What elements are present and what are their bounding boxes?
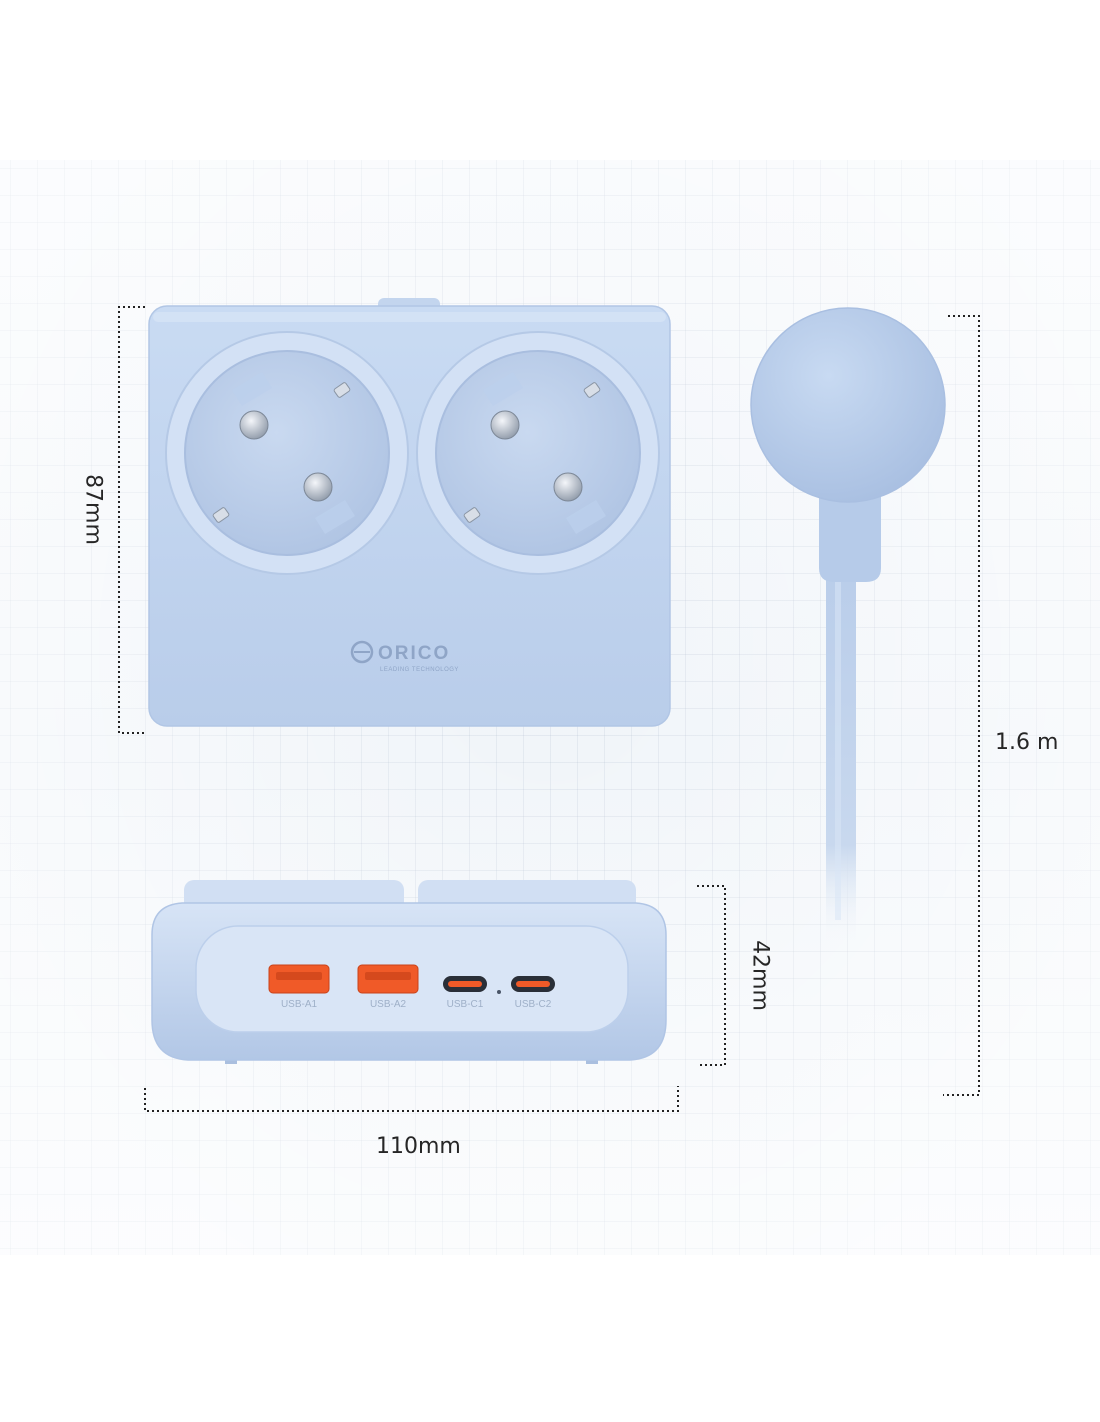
depth-guide — [697, 885, 726, 1066]
power-strip-side: USB-A1 USB-A2 USB-C1 USB-C2 — [151, 880, 667, 1064]
separator-dot — [497, 990, 501, 994]
brand-name: ORICO — [378, 643, 450, 664]
port-label: USB-C2 — [515, 999, 552, 1010]
pin-hole-icon — [553, 472, 583, 502]
brand-logo: ORICO LEADING TECHNOLOGY — [350, 640, 459, 673]
earth-clip-icon — [212, 507, 230, 523]
earth-clip-icon — [463, 507, 481, 523]
cable-length-guide — [943, 315, 980, 1096]
cable-assembly — [750, 307, 946, 940]
width-dimension-label: 110mm — [376, 1134, 461, 1159]
pin-hole-icon — [303, 472, 333, 502]
depth-dimension-label: 42mm — [747, 940, 773, 1011]
port-usb-c2: USB-C2 — [511, 976, 555, 1010]
height-guide — [118, 306, 145, 734]
port-label: USB-A2 — [370, 999, 407, 1010]
orico-logo-icon — [350, 640, 374, 664]
socket-2 — [416, 331, 660, 575]
socket-1 — [165, 331, 409, 575]
earth-clip-icon — [333, 382, 351, 398]
power-strip-front: ORICO LEADING TECHNOLOGY — [148, 298, 671, 727]
pin-hole-icon — [490, 410, 520, 440]
height-dimension-label: 87mm — [80, 474, 106, 545]
width-guide — [144, 1086, 679, 1112]
brand-tagline: LEADING TECHNOLOGY — [380, 667, 459, 673]
cable-length-label: 1.6 m — [995, 730, 1059, 755]
port-usb-a2: USB-A2 — [357, 964, 419, 1010]
dimension-guides — [118, 306, 980, 1112]
cable-disc — [750, 307, 946, 503]
pin-hole-icon — [239, 410, 269, 440]
port-usb-a1: USB-A1 — [268, 964, 330, 1010]
port-usb-c1: USB-C1 — [443, 976, 487, 1010]
port-label: USB-A1 — [281, 999, 318, 1010]
port-label: USB-C1 — [447, 999, 484, 1010]
earth-clip-icon — [583, 382, 601, 398]
